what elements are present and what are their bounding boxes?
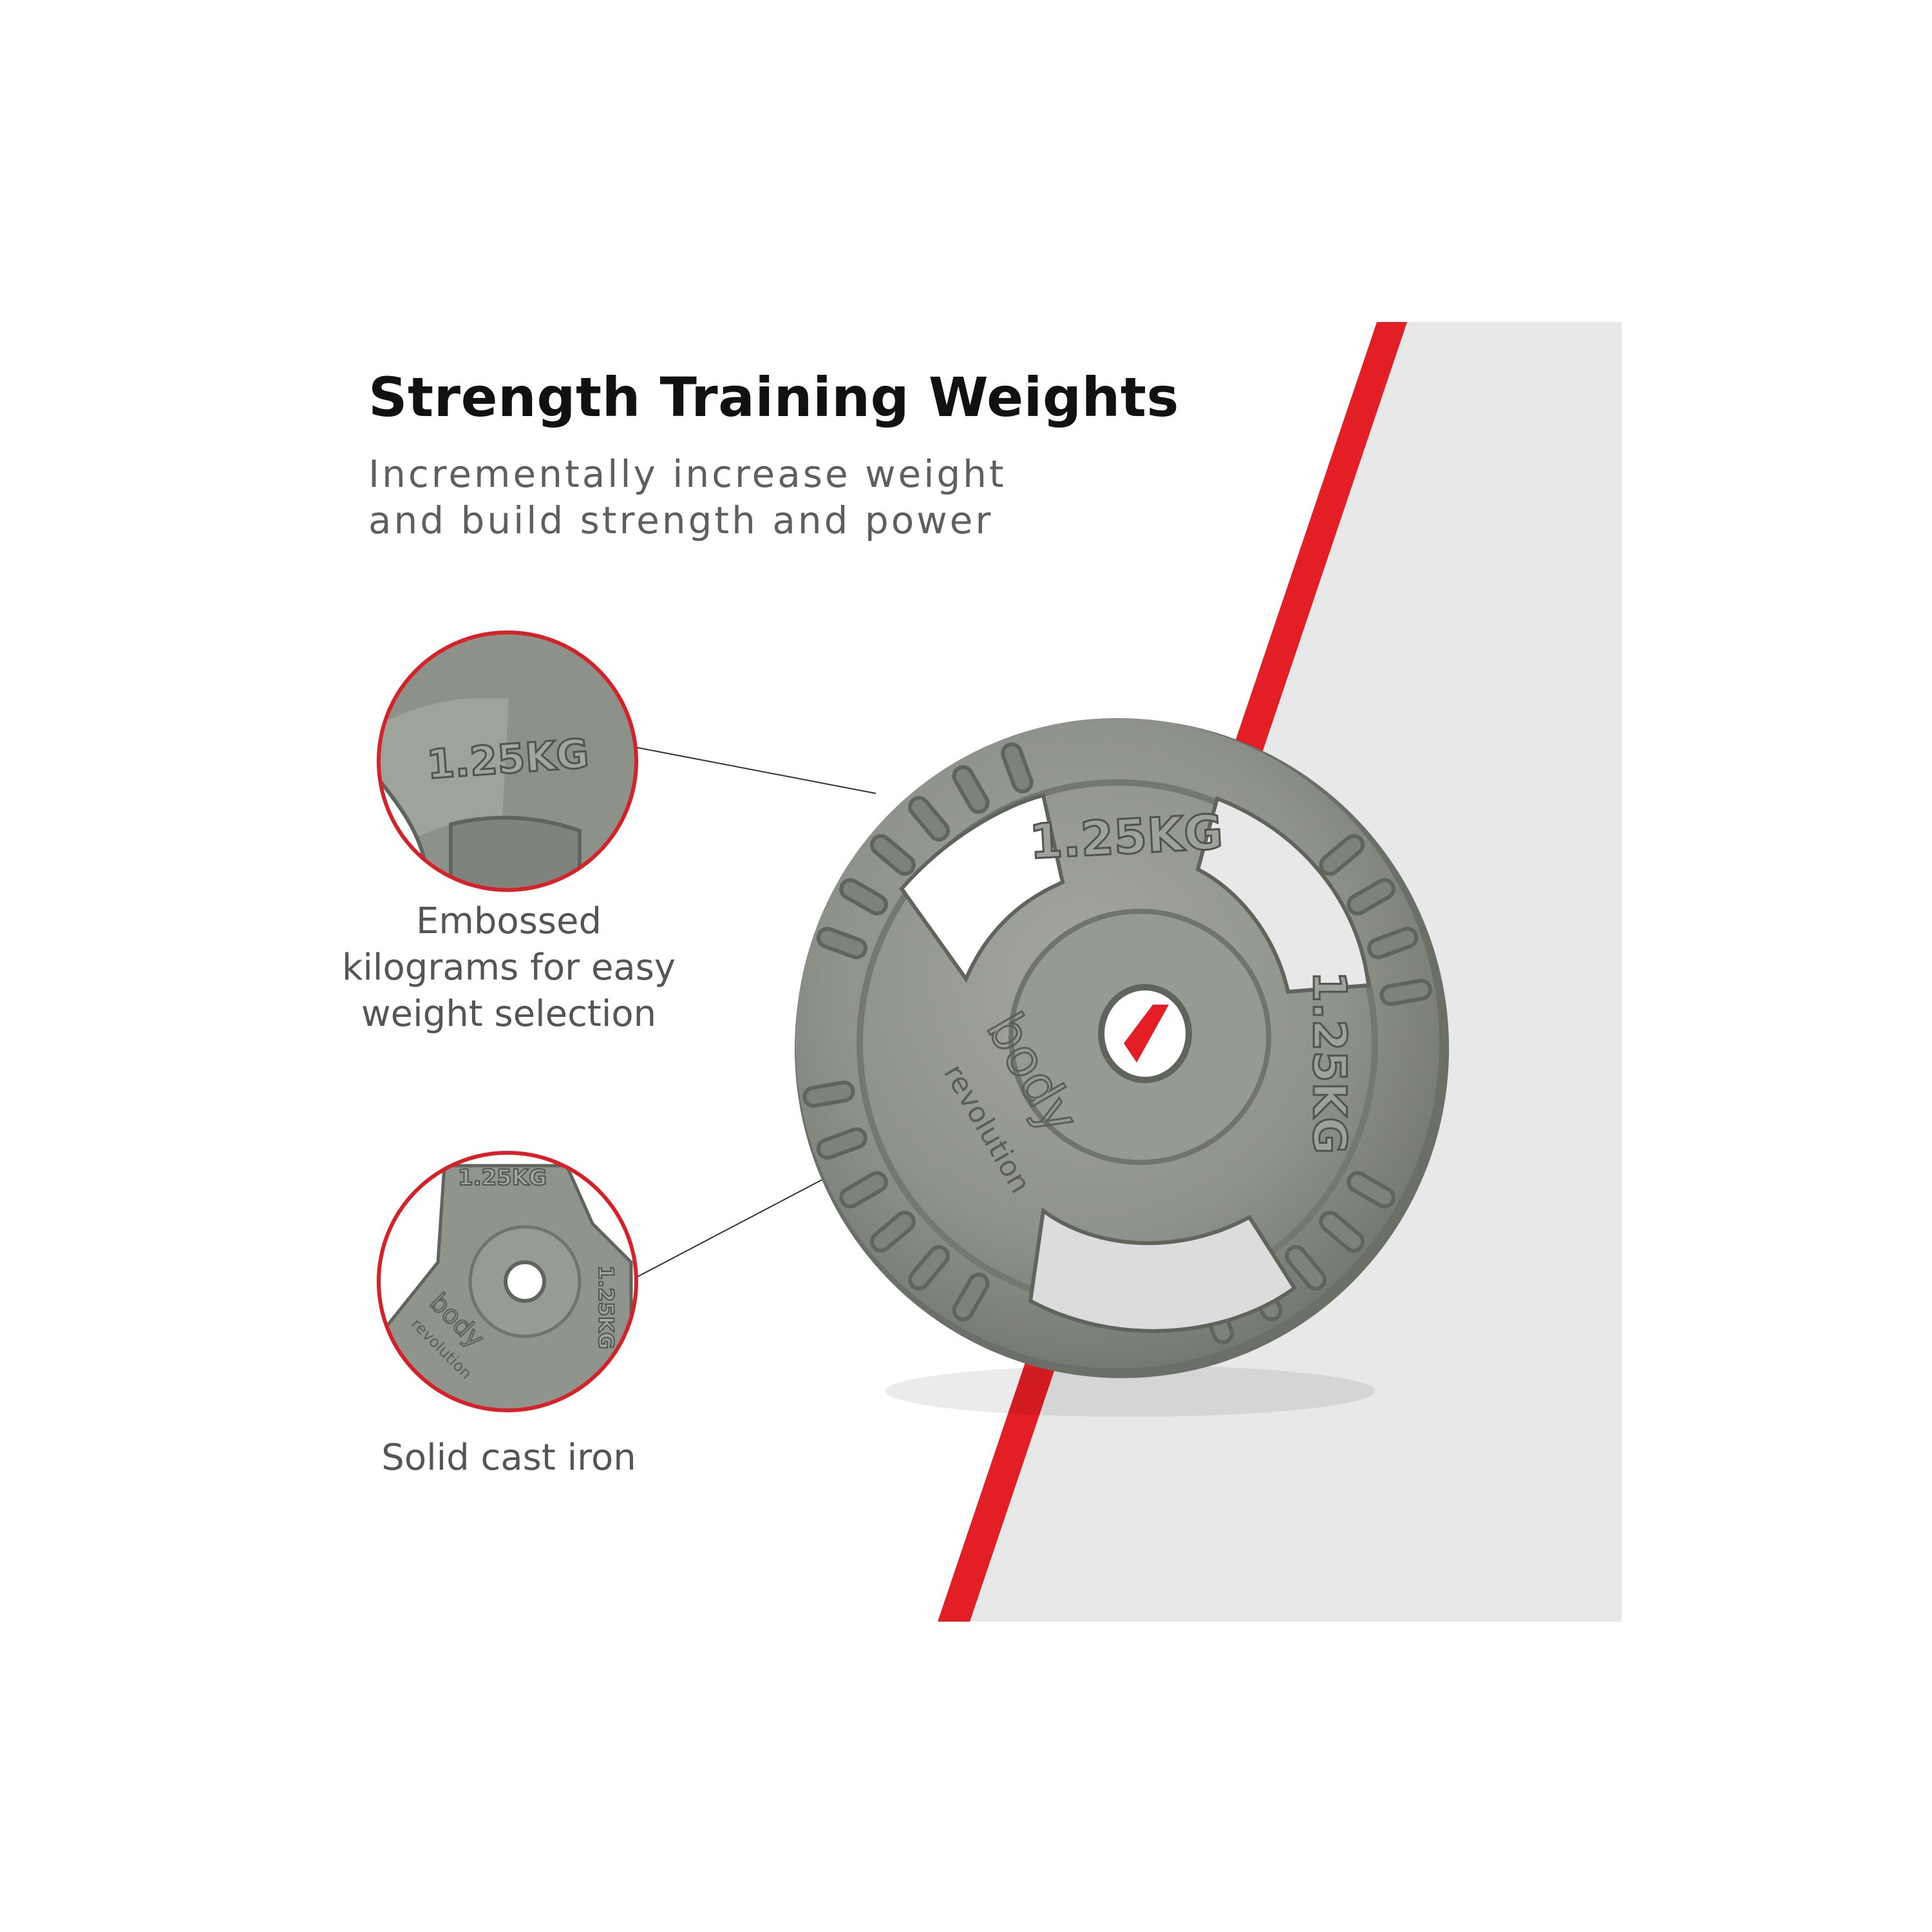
zoom-circle-embossed: 1.25KG [377, 630, 638, 892]
weight-plate: 1.25KG 1.25KG body revolution [795, 718, 1449, 1417]
plate-weight-label-side: 1.25KG [1303, 971, 1356, 1154]
grip-slot [952, 1273, 990, 1321]
zoom-weight-label: 1.25KG [425, 730, 590, 788]
page-title: Strength Training Weights [368, 366, 1179, 429]
zoom-hub-weight-side: 1.25KG [594, 1265, 618, 1349]
plate-window-left [899, 793, 1065, 983]
plate-window-right [1195, 796, 1371, 994]
grip-slot [870, 1211, 916, 1253]
grip-slot [952, 765, 990, 814]
grip-slot [908, 796, 950, 842]
grip-slot [1319, 1211, 1365, 1253]
grip-slot [839, 1171, 888, 1209]
grip-slot [1319, 834, 1365, 876]
grip-slot [908, 1245, 950, 1291]
grip-slot [1367, 927, 1419, 960]
zoom-hub-weight-top: 1.25KG [458, 1165, 547, 1191]
grip-slot [1285, 1245, 1327, 1291]
grip-slot [1347, 878, 1396, 916]
grip-slot [816, 927, 867, 960]
grip-slot [1001, 742, 1034, 793]
plate-weight-label-top: 1.25KG [1028, 804, 1224, 870]
feature-caption-embossed: Embossed kilograms for easy weight selec… [341, 900, 676, 1035]
zoom-circle-hub: 1.25KG 1.25KG body revolution [377, 1151, 638, 1412]
grip-slot [802, 1080, 855, 1108]
grip-slot [816, 1127, 867, 1160]
grip-slot [870, 834, 916, 876]
grip-slot [839, 878, 888, 916]
feature-caption-cast-iron: Solid cast iron [381, 1437, 636, 1479]
plate-window-bottom [1028, 1207, 1298, 1333]
leader-line-top [634, 746, 876, 794]
page-subtitle: Incrementally increase weight and build … [368, 452, 1007, 542]
grip-slot [1347, 1171, 1396, 1209]
grip-slot [1379, 978, 1432, 1007]
leader-line-bottom [634, 1178, 825, 1279]
zoom-center-hole [504, 1260, 546, 1303]
